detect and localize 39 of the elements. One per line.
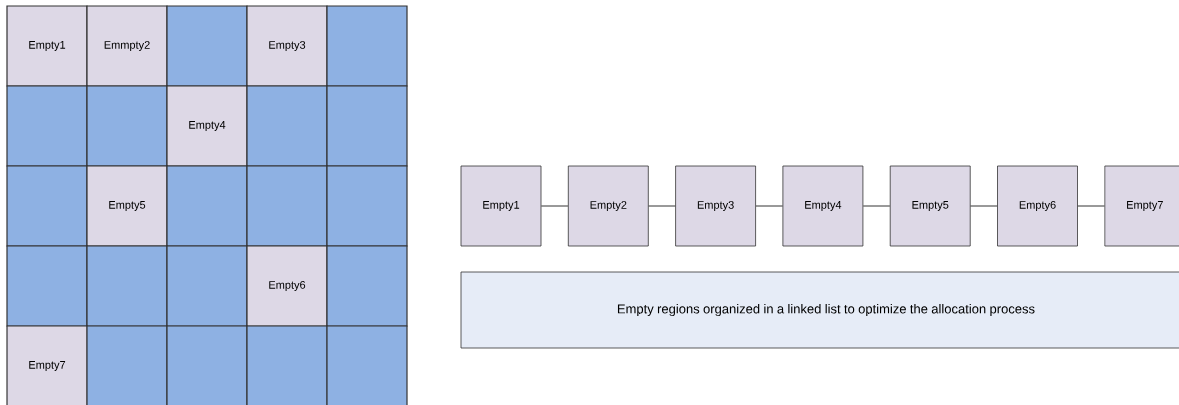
list-box: Empty6	[997, 165, 1078, 247]
caption-box: Empty regions organized in a linked list to optimize the allocation process	[460, 271, 1179, 349]
list-box: Empty7	[1104, 165, 1179, 247]
grid-cell	[246, 85, 328, 167]
grid-cell: Empty3	[246, 5, 328, 87]
grid-cell	[166, 5, 248, 87]
list-box: Empty4	[782, 165, 864, 247]
grid-cell	[166, 245, 248, 327]
list-box: Empty5	[889, 165, 971, 247]
grid-cell: Emmpty2	[86, 5, 168, 87]
grid-cell	[6, 245, 88, 327]
grid-cell: Empty7	[6, 325, 88, 405]
list-box: Empty1	[460, 165, 542, 247]
connector-line	[541, 205, 569, 207]
grid-cell: Empty6	[246, 245, 328, 327]
grid-cell	[166, 165, 248, 247]
grid-cell	[326, 245, 408, 327]
grid-cell	[326, 85, 408, 167]
grid-cell	[166, 325, 248, 405]
list-box: Empty3	[675, 165, 756, 247]
grid-cell	[86, 245, 168, 327]
grid-cell	[246, 325, 328, 405]
grid-cell	[326, 5, 408, 87]
grid-cell	[326, 165, 408, 247]
connector-line	[1077, 205, 1105, 207]
connector-line	[862, 205, 891, 207]
grid-cell	[326, 325, 408, 405]
grid-cell	[86, 85, 168, 167]
grid-cell: Empty5	[86, 165, 168, 247]
grid-cell: Empty1	[6, 5, 88, 87]
list-box: Empty2	[567, 165, 649, 247]
connector-line	[755, 205, 783, 207]
grid-cell	[6, 85, 88, 167]
grid-cell	[6, 165, 88, 247]
grid-cell	[86, 325, 168, 405]
connector-line	[648, 205, 676, 207]
grid-cell	[246, 165, 328, 247]
connector-line	[970, 205, 998, 207]
grid-cell: Empty4	[166, 85, 248, 167]
